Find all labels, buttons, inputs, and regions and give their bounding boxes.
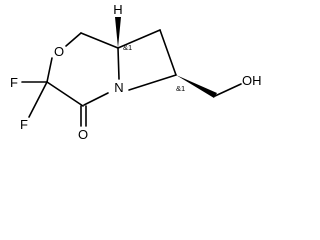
bond-c4-n — [83, 92, 109, 106]
atom-fluorine-top: F — [10, 75, 18, 90]
bond-c3-f2 — [28, 81, 48, 118]
bond-c5-c6 — [159, 29, 177, 76]
wedge-bond-h — [115, 17, 121, 48]
bond-c6-n — [128, 74, 177, 91]
stereo-label-upper: &1 — [123, 43, 132, 52]
bond-c1-c2 — [80, 32, 119, 49]
bond-c2-o — [65, 32, 82, 47]
atom-fluorine-bottom: F — [20, 117, 28, 132]
bond-lines — [21, 17, 242, 127]
bond-c3-c4 — [46, 81, 84, 107]
wedge-bond-ch2 — [176, 75, 217, 98]
atom-oxygen-ring: O — [54, 44, 64, 59]
bond-o-c3 — [46, 57, 53, 83]
molecule-structure: H O F F N O OH &1 &1 — [10, 2, 262, 142]
bond-n-c1 — [117, 47, 120, 80]
atom-h: H — [113, 2, 122, 17]
atom-hydroxyl: OH — [242, 73, 262, 88]
bond-c1-c5 — [117, 29, 161, 49]
atom-oxygen-carbonyl: O — [78, 127, 88, 142]
bond-ch2-oh — [214, 83, 242, 97]
stereo-label-lower: &1 — [176, 84, 185, 93]
atom-nitrogen: N — [114, 80, 123, 95]
